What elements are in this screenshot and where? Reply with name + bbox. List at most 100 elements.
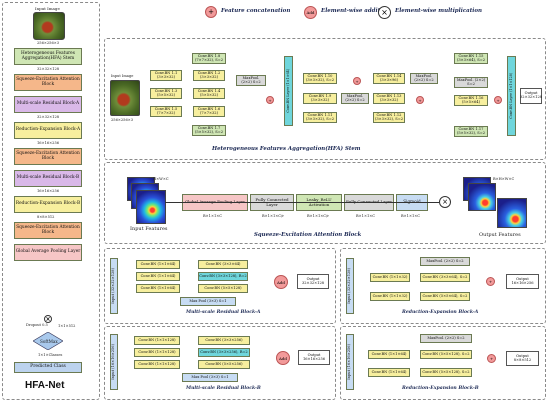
mrbb-add-icon: Add (276, 351, 290, 365)
mult-legend-icon: × (378, 6, 391, 19)
reba-conv-1x1-b: Conv.BN (1×1×32) (370, 292, 410, 301)
mrbb-conv-dilated: Conv.BN (3×3×256), R=2 (198, 348, 250, 357)
conv-1-10: Conv.BN 1.10 (3×3×32), S=2 (303, 73, 337, 84)
rebb-caption: Reduction-Expansion Block-B (402, 386, 479, 391)
mrba-conv-1x1-a: Conv.BN (1×1×64) (136, 260, 180, 269)
reba-maxpool: MaxPool. (2×2) S=2 (420, 257, 470, 266)
conv-1-5: Conv.BN 1.5 (7×7×32) (150, 106, 182, 117)
net-step-5: Squeeze-Excitation Attention Block (14, 148, 82, 165)
mrba-caption: Multi-scale Residual Block-A (186, 310, 261, 315)
net-step-dim-6: 16×16×256 (37, 189, 60, 193)
rebb-conv-5x5-b: Conv.BN (5×5×128), S=2 (420, 368, 472, 377)
rebb-panel (340, 326, 546, 400)
add-legend-icon: Add (304, 6, 317, 19)
dropout-dim: 1×1×512 (58, 324, 76, 328)
stem-conv-1x1-64-label: Conv.BN Layer (1×1×64) (285, 69, 290, 113)
conv-1-14: Conv.BN 1.14 (3×3×96) (373, 73, 405, 84)
stem-output: Output 32×32×128 (520, 88, 542, 104)
stem-concat-a: + (266, 96, 274, 104)
conv-1-12: Conv.BN 1.12 (3×3×32), S=2 (373, 112, 405, 123)
maxpool-d: MaxPool. (2×2) S=2 (454, 77, 488, 88)
se-fc2-dim: B×1×1×C (356, 214, 375, 218)
se-input-caption: Input Features (130, 226, 168, 232)
reba-conv-5x5: Conv.BN (5×5×64), S=2 (420, 292, 470, 301)
rebb-concat-icon: + (487, 354, 496, 363)
net-step-6: Multi-scale Residual Block-B (14, 170, 82, 187)
reba-input: Input (32×32×128) (346, 258, 354, 314)
conv-1-9: Conv.BN 1.9 (3×3×32) (303, 93, 337, 104)
se-mult-icon: × (439, 196, 451, 208)
hfa-stem-panel (104, 38, 546, 160)
stem-input-dim: 256×256×3 (111, 118, 134, 122)
mrba-output: Output 32×32×128 (297, 274, 329, 289)
mrba-input: Input (32×32×128) (110, 258, 118, 314)
se-panel (104, 162, 546, 244)
conv-1-6: Conv.BN 1.6 (7×7×32) (193, 106, 225, 117)
mrba-conv-1x1-c: Conv.BN (1×1×64) (136, 284, 180, 293)
mrbb-conv-1x1-c: Conv.BN (1×1×128) (134, 360, 180, 369)
mrbb-conv-1x1-a: Conv.BN (1×1×128) (134, 336, 180, 345)
mrba-add-icon: Add (274, 275, 288, 289)
mrbb-input: Input (16×16×256) (110, 334, 118, 390)
mrba-input-label: Input (32×32×128) (111, 268, 116, 304)
mrbb-conv-1x1-b: Conv.BN (1×1×128) (134, 348, 180, 357)
stem-conv-1x1-128-label: Conv.BN Layer (1×1×128) (508, 73, 513, 119)
mrba-conv-3x3: Conv.BN (3×3×64) (198, 260, 248, 269)
conv-1-2: Conv.BN 1.2 (3×3×32) (193, 70, 225, 81)
mrbb-conv-3x3: Conv.BN (3×3×256) (198, 336, 250, 345)
net-title: HFA-Net (25, 380, 65, 391)
stem-conv-1x1-64: Conv.BN Layer (1×1×64) (284, 56, 293, 126)
mrbb-conv-5x5: Conv.BN (5×5×256) (198, 360, 250, 369)
stem-input-image (110, 80, 140, 116)
mrba-conv-1x1-b: Conv.BN (1×1×64) (136, 272, 180, 281)
rebb-output: Output 8×8×512 (506, 351, 539, 366)
stem-concat-b: + (353, 77, 361, 85)
se-fc1-dim: B×1×1×C/r (262, 214, 284, 218)
se-input-dim: H×W×C (153, 177, 169, 181)
add-legend-label: Element-wise addition (321, 8, 390, 14)
rebb-input: Input (16×16×256) (346, 334, 354, 390)
net-input-label: Input Image (35, 6, 60, 11)
concat-legend-icon: + (205, 6, 217, 18)
mrba-conv-dilated: Conv.BN (3×3×128), R=2 (198, 272, 248, 281)
dropout-label: Dropout 0.5 (26, 323, 48, 327)
stem-conv-1x1-128: Conv.BN Layer (1×1×128) (507, 56, 516, 136)
dropout-icon: × (44, 315, 52, 323)
classes-dim: 1×1×Classes (38, 353, 63, 357)
se-output-heatmap-mid (468, 183, 496, 211)
net-step-7: Reduction-Expansion Block-B (14, 196, 82, 213)
se-output-heatmap-front (497, 198, 527, 228)
mrbb-input-label: Input (16×16×256) (111, 344, 116, 380)
reba-input-label: Input (32×32×128) (347, 268, 352, 304)
se-caption: Squeeze-Excitation Attention Block (254, 232, 362, 238)
rebb-input-label: Input (16×16×256) (347, 344, 352, 380)
se-input-heatmap-front (136, 190, 166, 224)
net-step-dim-3: 32×32×128 (37, 115, 60, 119)
mrbb-output: Output 16×16×256 (298, 350, 330, 365)
net-step-2: Squeeze-Excitation Attention Block (14, 74, 82, 91)
mrba-panel (104, 248, 336, 324)
conv-1-1: Conv.BN 1.1 (3×3×32) (150, 70, 182, 81)
stem-caption: Heterogeneous Features Aggregation(HFA) … (212, 146, 361, 152)
rebb-conv-1x1-a: Conv.BN (1×1×64) (368, 350, 410, 359)
conv-1-11: Conv.BN 1.11 (3×3×32), S=2 (303, 112, 337, 123)
se-gap-dim: B×1×1×C (203, 214, 222, 218)
se-output-dim: B×H×W×C (493, 177, 515, 181)
stem-concat-c: + (416, 96, 424, 104)
hfa-net-panel (2, 2, 100, 400)
rebb-conv-1x1-b: Conv.BN (1×1×64) (368, 368, 410, 377)
net-step-3: Multi-scale Residual Block-A (14, 96, 82, 113)
stem-concat-d: + (494, 96, 502, 104)
net-step-dim-4: 16×16×256 (37, 141, 60, 145)
softmax-label: SoftMax (40, 339, 58, 344)
conv-1-16: Conv.BN 1.16 (5×5×64) (454, 95, 488, 106)
concat-legend-label: Feature concatenation (221, 8, 291, 14)
stem-input-label: Input Image (111, 74, 134, 78)
net-step-8: Squeeze-Excitation Attention Block (14, 222, 82, 239)
maxpool-a: MaxPool. (2×2) S=2 (236, 75, 266, 86)
mrba-conv-5x5: Conv.BN (5×5×128) (198, 284, 248, 293)
mrbb-panel (104, 326, 336, 400)
conv-1-17: Conv.BN 1.17 (5×5×32), S=2 (454, 126, 488, 137)
conv-1-15: Conv.BN 1.15 (3×3×64), S=2 (454, 53, 488, 64)
rebb-maxpool: MaxPool. (2×2) S=2 (420, 334, 472, 343)
